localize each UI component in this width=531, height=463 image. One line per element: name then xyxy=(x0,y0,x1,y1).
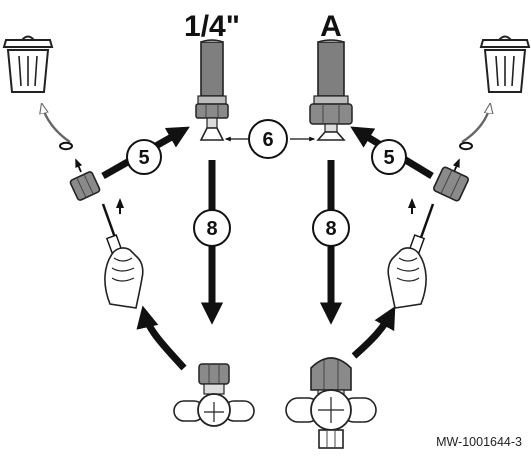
step-5-left-badge: 5 xyxy=(126,139,162,175)
discard-arrow-right xyxy=(461,105,490,144)
trash-bin-left-icon xyxy=(3,35,53,93)
trash-bin-right-icon xyxy=(480,35,530,93)
hand-left-icon xyxy=(104,247,144,309)
step-8-left-label: 8 xyxy=(206,218,217,240)
valve-left-icon xyxy=(173,363,255,427)
label-a: A xyxy=(320,10,342,43)
hand-right-icon xyxy=(387,247,427,309)
seal-ring-left xyxy=(59,141,73,151)
seal-ring-right xyxy=(459,141,473,151)
arrow-return-right xyxy=(351,306,396,359)
valve-right-icon xyxy=(285,357,377,449)
arrow-return-left xyxy=(136,305,187,371)
label-quarter-inch: 1/4" xyxy=(184,10,240,43)
step-8-right-badge: 8 xyxy=(312,209,350,247)
step-5-left-label: 5 xyxy=(138,147,149,169)
step-8-left-badge: 8 xyxy=(193,209,231,247)
step-6-label: 6 xyxy=(262,129,273,151)
nut-right xyxy=(433,166,469,202)
nut-left xyxy=(69,171,101,201)
step-5-right-badge: 5 xyxy=(371,139,407,175)
discard-arrow-left xyxy=(42,105,71,143)
pipe-assembly-right xyxy=(309,39,353,141)
pipe-assembly-left xyxy=(195,39,229,141)
step-6-badge: 6 xyxy=(248,119,288,159)
step-5-right-label: 5 xyxy=(383,147,394,169)
step-8-right-label: 8 xyxy=(325,218,336,240)
reference-code: MW-1001644-3 xyxy=(436,435,522,449)
